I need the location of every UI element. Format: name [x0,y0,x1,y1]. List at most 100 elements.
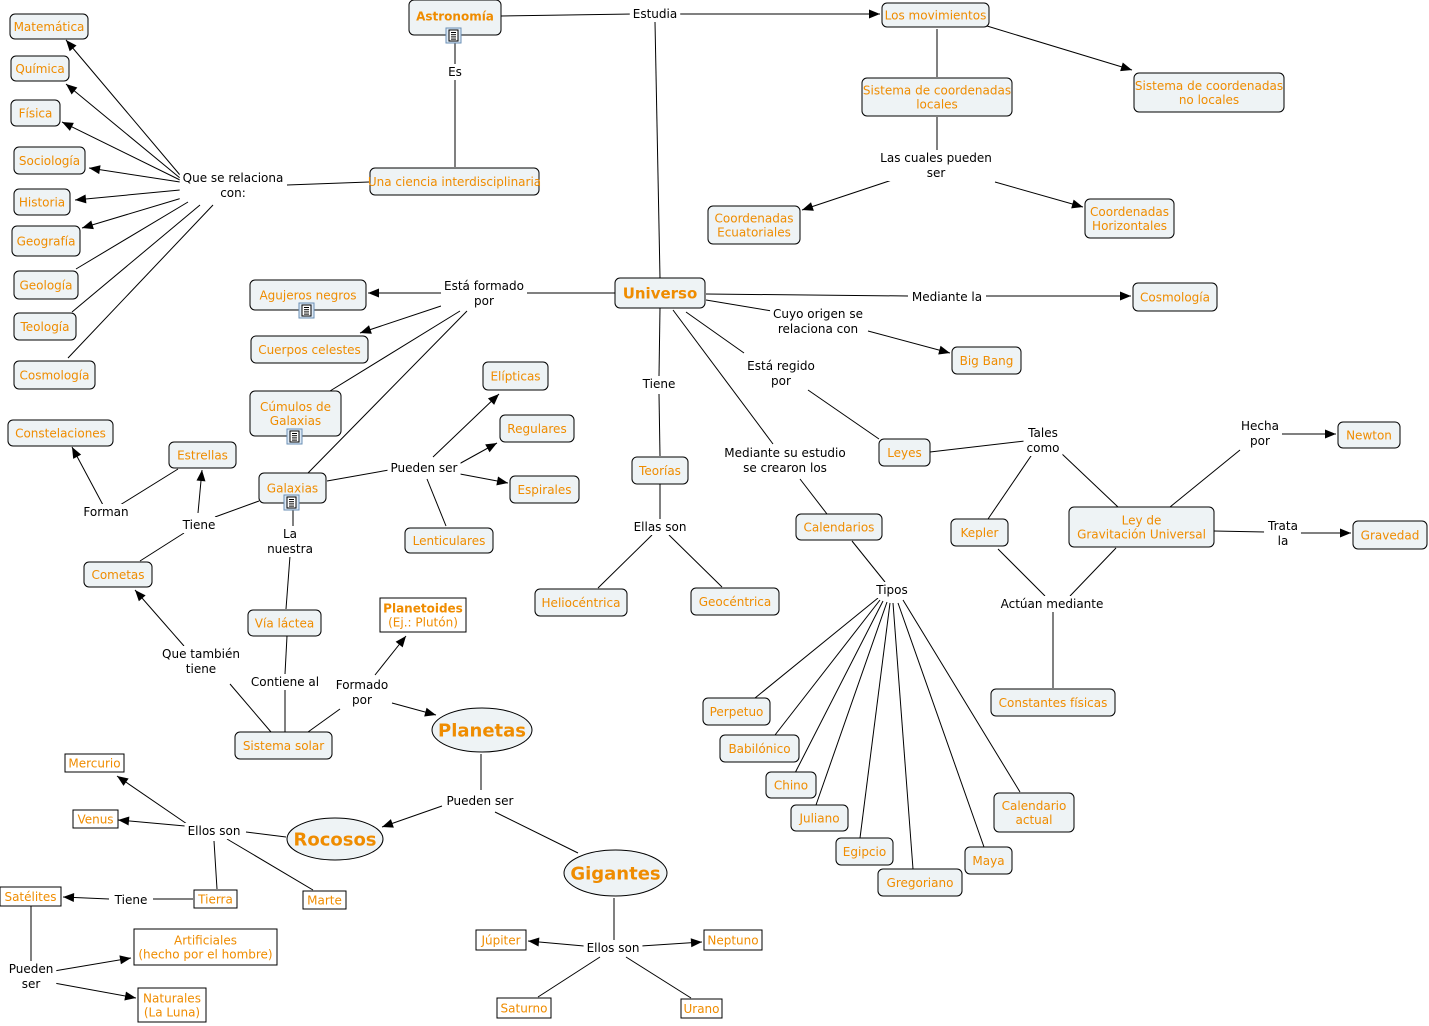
concept-cuerpos[interactable]: Cuerpos celestes [250,335,369,364]
concept-elipticas[interactable]: Elípticas [482,361,549,391]
concept-via-lactea[interactable]: Vía láctea [247,609,322,637]
concept-sociologia[interactable]: Sociología [13,146,86,175]
connector-line [1069,547,1117,597]
concept-cosmologia-left[interactable]: Cosmología [13,360,96,390]
concept-maya[interactable]: Maya [964,846,1013,875]
concept-shape [993,792,1075,833]
connector-line [1060,452,1119,508]
concept-kepler[interactable]: Kepler [950,518,1009,547]
concept-neptuno[interactable]: Neptuno [703,929,763,951]
concept-jupiter[interactable]: Júpiter [475,929,527,951]
concept-naturales[interactable]: Naturales(La Luna) [137,987,207,1023]
concept-shape [702,697,771,726]
concept-quimica[interactable]: Química [10,55,70,82]
concept-astronomia[interactable]: Astronomía [408,0,502,36]
concept-teologia[interactable]: Teología [13,312,77,341]
concept-espirales[interactable]: Espirales [509,475,580,504]
link-phrase-bg [1023,425,1063,456]
concept-geografia[interactable]: Geografía [11,225,81,257]
concept-calendarios[interactable]: Calendarios [795,513,883,541]
concept-marte[interactable]: Marte [302,890,347,910]
concept-babilonico[interactable]: Babilónico [719,734,800,763]
concept-cosmologia[interactable]: Cosmología [1132,282,1218,312]
concept-label: Cosmología [1140,290,1210,304]
concept-fisica[interactable]: Física [10,99,61,127]
attached-resource-icon[interactable] [298,302,315,319]
concept-ciencia[interactable]: Una ciencia interdisciplinaria [368,167,541,196]
concept-label: Espirales [517,483,571,497]
connector-line [284,635,288,675]
concept-juliano[interactable]: Juliano [790,804,849,832]
concept-satelites[interactable]: Satélites [0,886,62,907]
concept-shape [1337,421,1401,449]
link-phrase-bg [908,289,986,305]
connector-line [897,602,985,848]
concept-label: Urano [683,1002,719,1016]
concept-matematica[interactable]: Matemática [9,13,89,40]
concept-saturno[interactable]: Saturno [496,997,552,1019]
attached-resource-icon[interactable] [283,494,300,511]
concept-shape [13,146,86,175]
attached-resource-icon[interactable] [286,428,303,445]
concept-newton[interactable]: Newton [1337,421,1401,449]
concept-label: Cosmología [20,368,90,382]
concept-lenticulares[interactable]: Lenticulares [404,527,494,554]
concept-big-bang[interactable]: Big Bang [951,346,1022,375]
concept-planetoides[interactable]: Planetoides(Ej.: Plutón) [379,597,467,633]
link-phrase-bg [184,823,244,839]
concept-agujeros[interactable]: Agujeros negros [249,279,367,311]
concept-shape [9,13,89,40]
concept-planetas[interactable]: Planetas [431,707,533,753]
concept-movimientos[interactable]: Los movimientos [881,2,990,28]
concept-shape [703,929,763,951]
concept-estrellas[interactable]: Estrellas [168,441,237,469]
concept-gregoriano[interactable]: Gregoriano [877,868,963,897]
attached-resource-icon[interactable] [445,27,462,44]
arrowhead-icon [63,892,75,902]
concept-sistema-solar[interactable]: Sistema solar [234,731,333,760]
concept-label: Teorías [638,464,681,478]
concept-shape [302,890,347,910]
concept-urano[interactable]: Urano [680,998,723,1019]
concept-shape [499,414,575,443]
connector-line [705,293,909,297]
concept-universo[interactable]: Universo [614,277,706,309]
concept-historia[interactable]: Historia [13,188,71,216]
concept-egipcio[interactable]: Egipcio [835,837,894,866]
concept-mercurio[interactable]: Mercurio [64,753,125,773]
link-phrase-tiene-g: Tiene [182,518,216,532]
concept-geocentrica[interactable]: Geocéntrica [690,587,780,616]
concept-leyes[interactable]: Leyes [878,438,931,467]
concept-heliocentrica[interactable]: Heliocéntrica [534,588,628,617]
concept-galaxias[interactable]: Galaxias [258,472,327,504]
concept-geologia[interactable]: Geología [13,270,79,300]
link-phrase-bg [332,677,392,708]
concept-gigantes[interactable]: Gigantes [563,849,668,897]
connector-line [116,775,188,825]
concept-regulares[interactable]: Regulares [499,414,575,443]
connector-line [1169,449,1241,508]
concept-cometas[interactable]: Cometas [83,561,153,588]
connector-line [774,599,881,736]
concept-constantes[interactable]: Constantes físicas [990,688,1116,717]
concept-gravedad[interactable]: Gravedad [1352,520,1428,550]
concept-artificiales[interactable]: Artificiales(hecho por el hombre) [133,928,278,966]
concept-chino[interactable]: Chino [765,771,817,799]
concept-venus[interactable]: Venus [72,809,119,829]
concept-perpetuo[interactable]: Perpetuo [702,697,771,726]
concept-rocosos[interactable]: Rocosos [286,817,384,861]
connector-line [214,500,260,518]
concept-constelaciones[interactable]: Constelaciones [7,419,114,447]
concept-tierra[interactable]: Tierra [193,889,238,909]
concept-label: Una ciencia interdisciplinaria [368,175,541,189]
concept-teorias[interactable]: Teorías [631,456,689,485]
